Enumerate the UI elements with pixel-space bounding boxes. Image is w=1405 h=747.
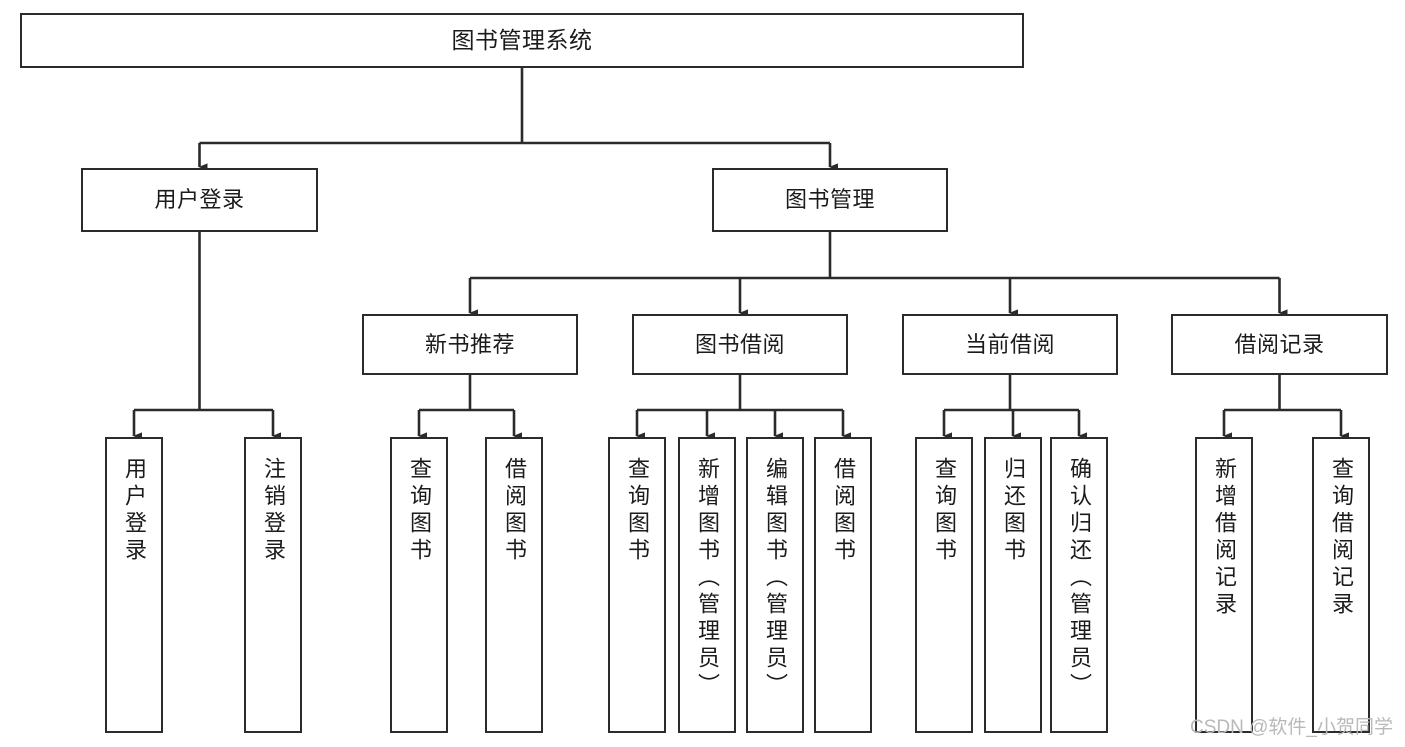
node-current-borrow[interactable]: 当前借阅 — [902, 314, 1118, 375]
node-label-root: 图书管理系统 — [451, 26, 593, 53]
node-leaf-bb-query[interactable]: 查询图书 — [608, 437, 666, 733]
node-label-user-login: 用户登录 — [154, 187, 245, 213]
node-leaf-bb-add[interactable]: 新增图书（管理员） — [678, 437, 736, 733]
node-leaf-user-logout[interactable]: 注销登录 — [244, 437, 302, 733]
node-leaf-cb-query[interactable]: 查询图书 — [915, 437, 973, 733]
node-label-leaf-rec-query: 查询图书 — [407, 457, 432, 565]
node-new-book-rec[interactable]: 新书推荐 — [362, 314, 578, 375]
node-leaf-br-query[interactable]: 查询借阅记录 — [1312, 437, 1370, 733]
node-label-leaf-br-add: 新增借阅记录 — [1212, 457, 1237, 619]
node-label-leaf-bb-edit: 编辑图书（管理员） — [763, 457, 788, 700]
node-root[interactable]: 图书管理系统 — [20, 13, 1024, 68]
node-label-leaf-bb-query: 查询图书 — [625, 457, 650, 565]
node-label-leaf-br-query: 查询借阅记录 — [1329, 457, 1354, 619]
node-borrow-record[interactable]: 借阅记录 — [1171, 314, 1388, 375]
node-leaf-br-add[interactable]: 新增借阅记录 — [1195, 437, 1253, 733]
node-label-borrow-record: 借阅记录 — [1234, 331, 1325, 357]
node-label-current-borrow: 当前借阅 — [964, 331, 1055, 357]
node-label-book-borrow: 图书借阅 — [694, 331, 785, 357]
node-label-leaf-bb-borrow: 借阅图书 — [831, 457, 856, 565]
node-label-leaf-cb-query: 查询图书 — [932, 457, 957, 565]
node-label-book-manage: 图书管理 — [784, 187, 875, 213]
node-book-manage[interactable]: 图书管理 — [712, 168, 948, 232]
node-label-new-book-rec: 新书推荐 — [424, 331, 515, 357]
node-label-leaf-user-login: 用户登录 — [122, 457, 147, 565]
node-user-login[interactable]: 用户登录 — [81, 168, 318, 232]
node-label-leaf-cb-return: 归还图书 — [1001, 457, 1026, 565]
node-label-leaf-cb-confirm: 确认归还（管理员） — [1067, 457, 1092, 700]
node-label-leaf-rec-borrow: 借阅图书 — [502, 457, 527, 565]
node-leaf-rec-query[interactable]: 查询图书 — [390, 437, 448, 733]
watermark-text: CSDN @软件_小贺同学 — [1190, 717, 1393, 738]
node-leaf-bb-borrow[interactable]: 借阅图书 — [814, 437, 872, 733]
node-leaf-bb-edit[interactable]: 编辑图书（管理员） — [746, 437, 804, 733]
node-book-borrow[interactable]: 图书借阅 — [632, 314, 848, 375]
node-leaf-rec-borrow[interactable]: 借阅图书 — [485, 437, 543, 733]
node-leaf-user-login[interactable]: 用户登录 — [105, 437, 163, 733]
node-leaf-cb-confirm[interactable]: 确认归还（管理员） — [1050, 437, 1108, 733]
node-leaf-cb-return[interactable]: 归还图书 — [984, 437, 1042, 733]
node-label-leaf-user-logout: 注销登录 — [261, 457, 286, 565]
node-label-leaf-bb-add: 新增图书（管理员） — [695, 457, 720, 700]
